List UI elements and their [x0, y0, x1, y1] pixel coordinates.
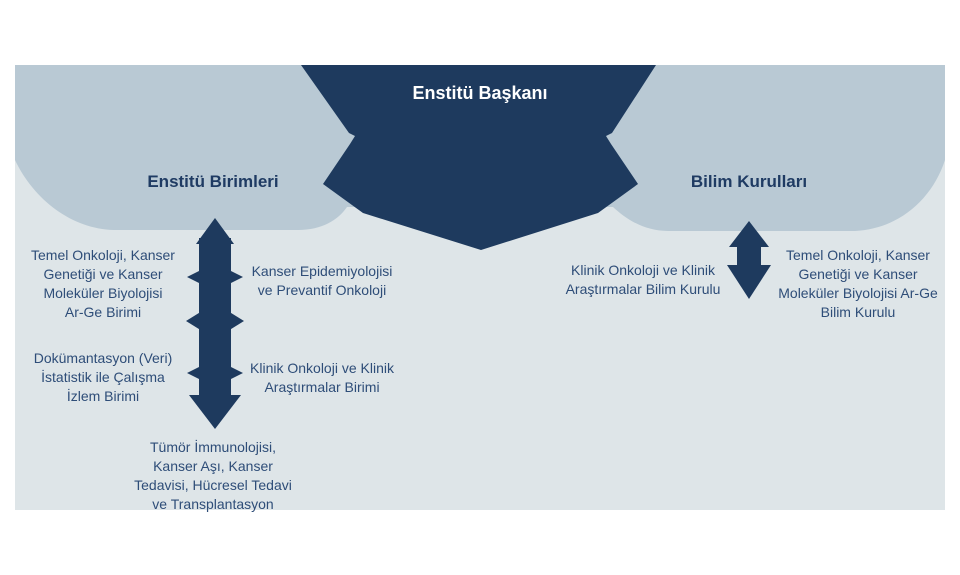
left-connector-bump-1 [187, 263, 243, 291]
left-unit-epidemiyoloji: Kanser Epidemiyolojisi ve Prevantif Onko… [251, 263, 393, 298]
right-connector [727, 221, 771, 299]
left-unit-tumor-immunolojisi: Tümör İmmunolojisi, Kanser Aşı, Kanser T… [134, 439, 292, 512]
president-node-shape [301, 65, 656, 250]
left-branch-heading: Enstitü Birimleri [147, 172, 279, 191]
left-connector [186, 218, 244, 429]
left-unit-arge-birimi: Temel Onkoloji, Kanser Genetiği ve Kanse… [31, 247, 175, 320]
left-connector-down-arrow [189, 395, 241, 429]
right-connector-down-arrow [727, 265, 771, 299]
right-board-temel-onkoloji: Temel Onkoloji, Kanser Genetiği ve Kanse… [778, 247, 938, 320]
president-title: Enstitü Başkanı [412, 83, 548, 103]
left-unit-klinik-onkoloji: Klinik Onkoloji ve Klinik Araştırmalar B… [250, 360, 394, 395]
left-connector-bump-3 [187, 359, 243, 387]
right-board-klinik-onkoloji: Klinik Onkoloji ve Klinik Araştırmalar B… [565, 262, 721, 297]
left-connector-top-arrow [196, 218, 234, 244]
right-branch-heading: Bilim Kurulları [690, 172, 808, 191]
left-unit-dokumantasyon: Dokümantasyon (Veri) İstatistik ile Çalı… [33, 350, 173, 404]
left-connector-bump-2 [186, 303, 244, 339]
